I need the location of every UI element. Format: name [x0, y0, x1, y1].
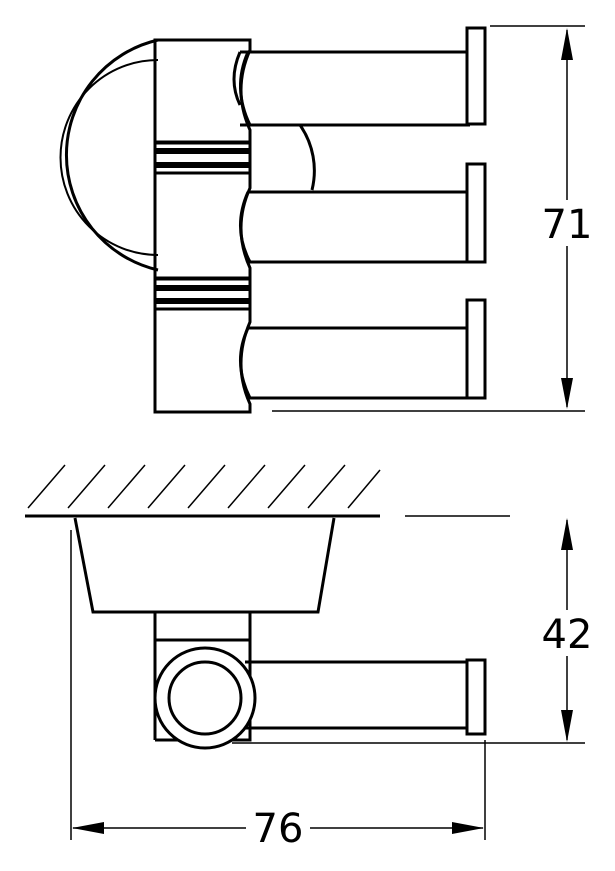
swivel-band-2 [153, 277, 252, 311]
arrow-right-76 [452, 822, 484, 834]
dimension-label-71: 71 [542, 202, 593, 248]
mounting-cup [73, 517, 336, 614]
arm-3-end-cap [465, 298, 487, 400]
disc-behind-arm [298, 124, 316, 191]
swivel-ring-inner [167, 660, 243, 736]
arrow-up-71 [561, 28, 573, 60]
arm-3 [238, 298, 487, 400]
arrow-left-76 [72, 822, 104, 834]
arm-1 [232, 26, 487, 127]
wall-hatching [25, 464, 510, 518]
wall-disc-outer [64, 38, 159, 272]
side-arm-end-cap [465, 658, 487, 736]
arrow-up-42 [561, 518, 573, 550]
swivel-band-1 [153, 141, 252, 175]
arm-1-end-cap [465, 26, 487, 126]
arm-2 [238, 162, 487, 264]
arrow-down-71 [561, 378, 573, 409]
dimension-label-76: 76 [253, 806, 304, 852]
arrow-down-42 [561, 710, 573, 742]
arm-2-end-cap [465, 162, 487, 264]
stem [153, 612, 252, 740]
front-view: 71 [59, 25, 599, 414]
column-section-2 [153, 171, 252, 280]
column-section-1 [153, 38, 252, 144]
column-section-3 [153, 307, 252, 414]
dimension-label-42: 42 [542, 612, 593, 658]
wall-disc-inner [59, 59, 159, 256]
side-view: 42 76 [25, 464, 599, 852]
